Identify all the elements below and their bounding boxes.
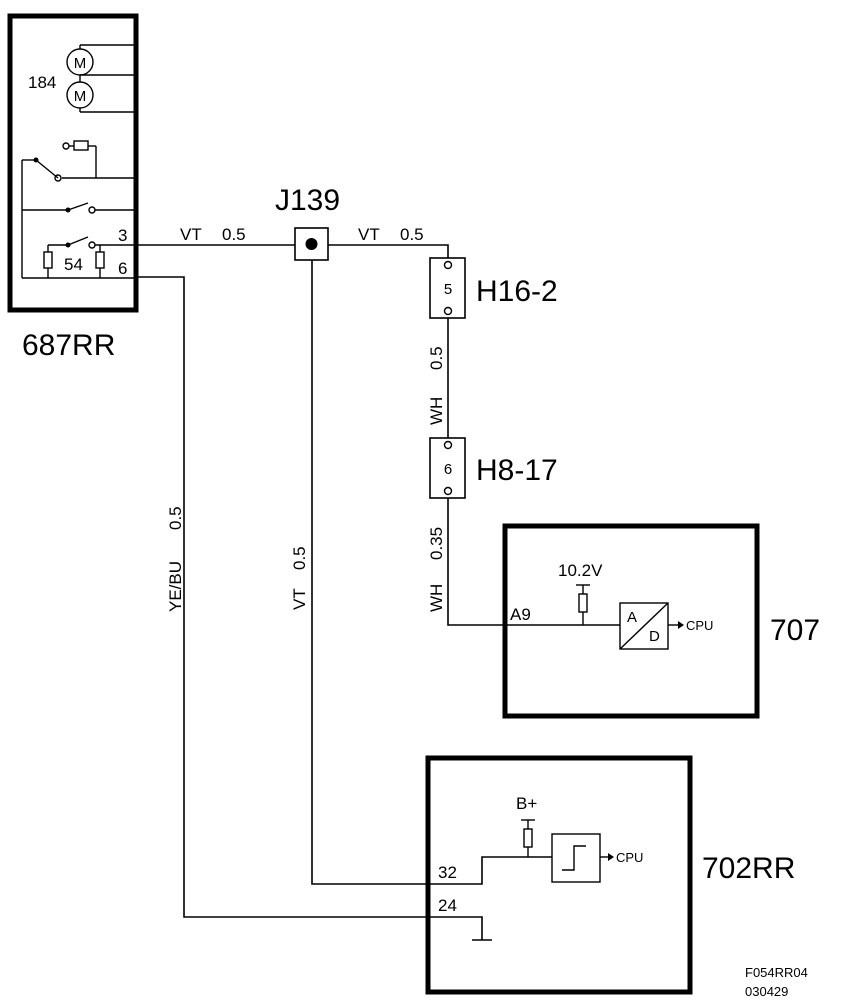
resistor-icon xyxy=(523,828,533,848)
supply-voltage-label: B+ xyxy=(516,794,537,813)
switch-label: 54 xyxy=(64,255,83,274)
pin-label: 6 xyxy=(118,259,127,278)
switch-icon xyxy=(65,202,136,214)
wire-size-label: 0.5 xyxy=(290,546,309,570)
schmitt-trigger-icon xyxy=(551,833,601,883)
resistor-icon xyxy=(43,251,53,269)
figure-code: 030429 xyxy=(745,984,788,999)
arrow-right-icon xyxy=(608,853,614,861)
module-707: A9 10.2V A D CPU 707 xyxy=(502,523,820,719)
figure-id: F054RR04 xyxy=(745,965,808,980)
module-702rr: 32 24 B+ CPU 702RR xyxy=(425,755,795,995)
adc-icon: A D xyxy=(619,602,669,650)
wire xyxy=(328,244,449,258)
output-label: CPU xyxy=(616,850,643,865)
switch-icon xyxy=(65,236,136,249)
wire-color-label: VT xyxy=(358,225,380,244)
resistor-icon xyxy=(578,593,588,613)
wire xyxy=(311,260,552,885)
connector-h16-2: 5 H16-2 xyxy=(429,257,558,319)
motor-icon: M xyxy=(66,81,94,109)
component-id: 687RR xyxy=(22,329,115,362)
wire xyxy=(136,276,483,940)
connector-pin-label: 6 xyxy=(444,461,452,478)
wire-color-label: WH xyxy=(427,584,446,612)
resistor-icon xyxy=(95,251,105,269)
junction-dot-icon xyxy=(305,238,318,250)
motor-icon: M xyxy=(66,48,94,76)
component-687rr: M M 184 xyxy=(7,13,139,362)
output-label: CPU xyxy=(686,618,713,633)
pin-label: 32 xyxy=(438,863,457,882)
wire-size-label: 0.35 xyxy=(427,527,446,560)
svg-text:M: M xyxy=(74,55,87,72)
module-702rr-frame xyxy=(425,755,693,995)
component-id: H8-17 xyxy=(476,454,558,487)
component-id: 702RR xyxy=(702,852,795,885)
connector-h8-17: 6 H8-17 xyxy=(429,437,558,499)
component-id: 707 xyxy=(770,614,820,647)
svg-text:M: M xyxy=(74,88,87,105)
wire-color-label: VT xyxy=(290,588,309,610)
component-687rr-frame xyxy=(7,13,139,313)
wire-color-label: YE/BU xyxy=(166,561,185,612)
supply-voltage-label: 10.2V xyxy=(558,561,603,580)
svg-text:A: A xyxy=(627,609,637,626)
motor-label: 184 xyxy=(28,73,56,92)
wire-size-label: 0.5 xyxy=(427,346,446,370)
switch-icon xyxy=(22,140,136,182)
module-707-frame xyxy=(502,523,760,719)
component-id: J139 xyxy=(275,184,340,217)
svg-text:D: D xyxy=(649,628,660,645)
wire-color-label: VT xyxy=(180,225,202,244)
connector-pin-label: 5 xyxy=(444,281,452,298)
wire-size-label: 0.5 xyxy=(400,225,424,244)
wire-size-label: 0.5 xyxy=(166,506,185,530)
wire xyxy=(447,498,582,626)
pin-label: 3 xyxy=(118,226,127,245)
junction-j139: J139 xyxy=(275,184,340,261)
wire-color-label: WH xyxy=(427,397,446,425)
pin-label: A9 xyxy=(510,605,531,624)
wire-size-label: 0.5 xyxy=(222,225,246,244)
pin-label: 24 xyxy=(438,896,457,915)
component-id: H16-2 xyxy=(476,275,558,308)
arrow-right-icon xyxy=(678,621,684,629)
